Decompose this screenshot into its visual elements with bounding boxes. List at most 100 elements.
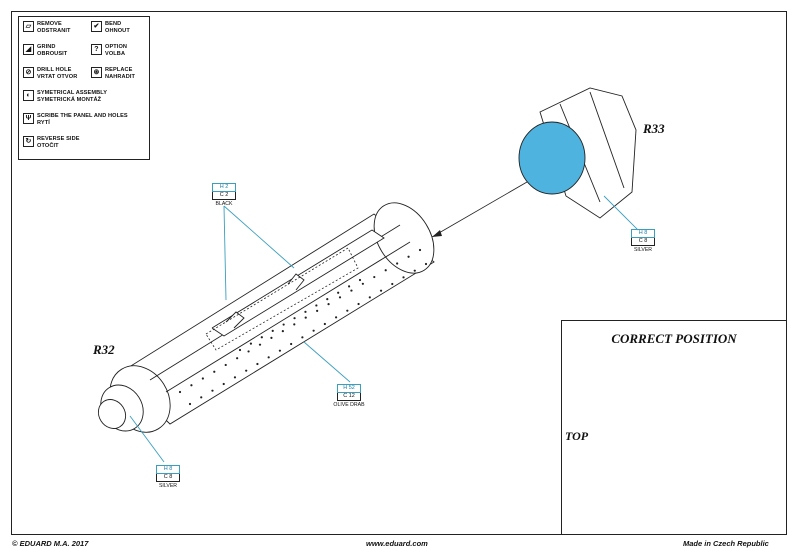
rivet [301, 336, 304, 339]
callout-c: C 8 [156, 473, 180, 482]
legend-label-cz: OHNOUT [105, 27, 130, 34]
rivet [361, 282, 364, 285]
legend-label: SCRIBE THE PANEL AND HOLES [37, 113, 128, 119]
callout-olive-drab: H 52 C 12 OLIVE DRAB [327, 384, 371, 408]
rivet [316, 309, 319, 312]
rivet [188, 402, 192, 406]
rivet [326, 297, 329, 301]
rivet [224, 363, 227, 367]
rivet [334, 316, 338, 319]
callout-h: H 2 [212, 183, 236, 192]
callout-color-name: SILVER [158, 482, 178, 489]
top-label: TOP [565, 429, 589, 443]
rivet [315, 304, 318, 307]
footer-copyright: © EDUARD M.A. 2017 [12, 539, 89, 548]
legend-label-cz: VRTAT OTVOR [37, 73, 78, 80]
r33-part [518, 87, 637, 219]
symmetrical-icon: ◐ [23, 90, 34, 101]
leader-silver-r32 [129, 415, 165, 463]
leader-silver-r33 [603, 195, 639, 231]
rivet [271, 329, 274, 333]
callout-black: H 2 C 2 BLACK [206, 183, 242, 207]
part-label-r32: R32 [93, 342, 115, 357]
rivet [379, 289, 383, 292]
legend-label: REVERSE SIDE [37, 136, 80, 142]
legend-label: DRILL HOLE [37, 67, 72, 73]
rivet [424, 262, 428, 266]
remove-icon: ▱ [23, 21, 34, 32]
rivet-rows [178, 248, 428, 406]
footer-website[interactable]: www.eduard.com [366, 539, 428, 548]
legend-label: GRIND [37, 44, 56, 50]
rivet [249, 342, 253, 345]
callout-leaders [129, 195, 639, 463]
rivet [247, 350, 250, 353]
rivet [278, 349, 282, 352]
rivet [233, 376, 237, 379]
grind-icon: ◢ [23, 44, 34, 55]
rivet [396, 262, 399, 265]
rivet [201, 377, 204, 380]
callout-h: H 52 [337, 384, 361, 393]
rivet [245, 369, 248, 372]
dashed-panel [205, 247, 359, 351]
legend-label: BEND [105, 21, 122, 27]
rivet [413, 269, 416, 272]
callout-h: H 8 [156, 465, 180, 474]
rivet [293, 323, 296, 326]
rivet [282, 323, 285, 326]
legend-label: OPTION [105, 44, 128, 50]
scribe-icon: Ψ [23, 113, 34, 124]
rivet [281, 330, 284, 333]
replace-icon: ⊛ [91, 67, 102, 78]
callout-color-name: SILVER [633, 246, 653, 253]
r33-detail [589, 91, 625, 189]
panel-line [165, 241, 411, 393]
assembly-arrow [431, 181, 528, 238]
leader-olive [303, 341, 351, 383]
rivet [368, 296, 371, 299]
legend-label-cz: OBROUSIT [37, 50, 68, 57]
rivet [270, 336, 273, 340]
legend-label-cz: RYTÍ [37, 119, 50, 126]
r33-blue-disc [518, 121, 586, 195]
rivet [347, 285, 351, 288]
rivet [260, 336, 263, 339]
option-icon: ? [91, 44, 102, 55]
rivet [267, 356, 270, 359]
sheet-frame [11, 11, 787, 535]
rivet [346, 309, 349, 312]
callout-silver-r33: H 8 C 8 SILVER [625, 229, 661, 253]
nose-cap [97, 399, 127, 429]
rivet [337, 291, 340, 294]
rivet [357, 302, 360, 306]
callout-color-name: OLIVE DRAB [333, 401, 365, 408]
callout-silver-r32: H 8 C 8 SILVER [150, 465, 186, 489]
rivet [384, 269, 387, 272]
rivet [407, 255, 410, 258]
rivet [222, 382, 225, 386]
bend-icon: ✔ [91, 21, 102, 32]
rivet [258, 343, 262, 346]
rivet [290, 342, 293, 346]
arrow-head [432, 230, 442, 237]
rivet [402, 276, 405, 279]
leader-black [223, 205, 295, 269]
rivet [327, 302, 330, 306]
callout-color-name: BLACK [215, 200, 233, 207]
legend-label-cz: NAHRADIT [105, 73, 136, 80]
legend-label-cz: VOLBA [105, 50, 126, 57]
rivet [312, 329, 315, 332]
rivet [213, 370, 216, 373]
legend-label-cz: ODSTRANIT [37, 27, 71, 34]
leader-black [223, 205, 227, 301]
footer-origin: Made in Czech Republic [683, 539, 769, 548]
r32-cylinder [97, 202, 435, 433]
